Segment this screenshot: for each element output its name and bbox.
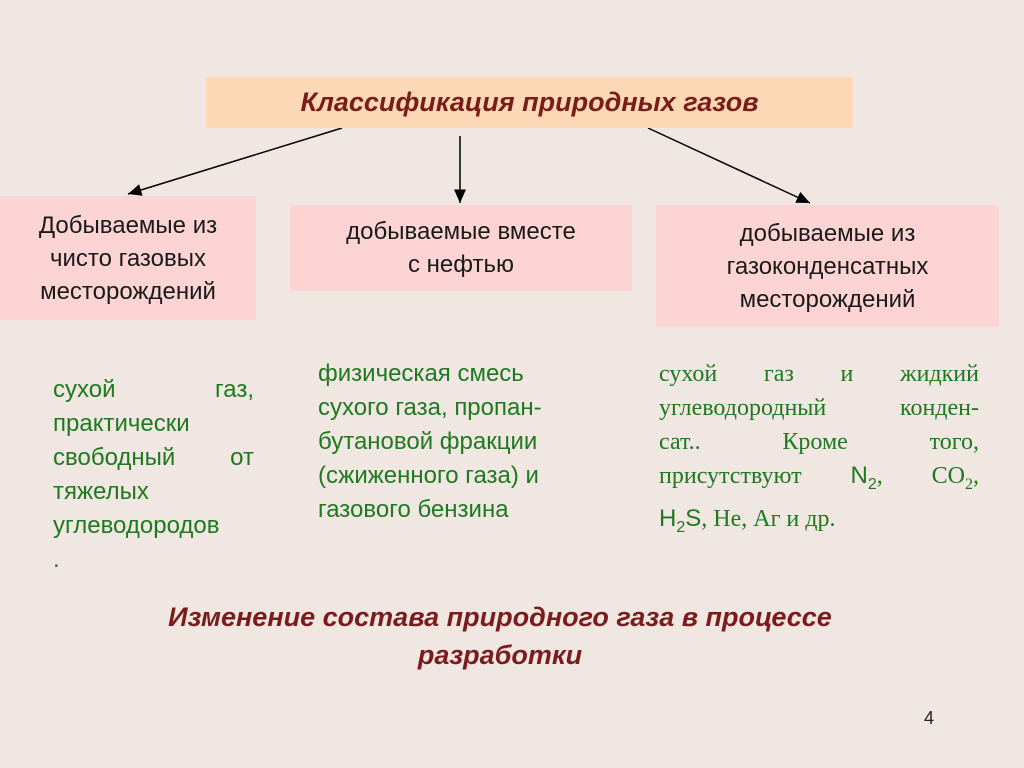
category-line: Добываемые из xyxy=(38,211,218,239)
category-line: добываемые вместе xyxy=(346,218,576,245)
description-line: бутановой фракции xyxy=(318,428,538,455)
category-line: месторождений xyxy=(40,277,216,305)
description-line: физическая смесь xyxy=(318,360,524,387)
formula-co2: CO2, xyxy=(931,463,979,493)
footer-line: разработки xyxy=(417,640,583,670)
description-line: H2S, Не, Аг и др. xyxy=(659,502,979,545)
category-gas-condensate-fields: добываемые из газоконденсатных месторожд… xyxy=(656,205,999,327)
description-line: свободный от xyxy=(53,444,254,471)
category-line: чисто газовых xyxy=(49,244,207,272)
category-line: газоконденсатных xyxy=(726,252,929,280)
description-line: углеводородный конден- xyxy=(659,395,979,421)
diagram-title: Классификация природных газов xyxy=(300,87,759,117)
description-line: сухой газ и жидкий xyxy=(659,361,979,387)
description-pure-gas: сухой газ, практически свободный от тяже… xyxy=(53,373,254,577)
category-with-oil: добываемые вместе с нефтью xyxy=(290,205,632,291)
footer-line: Изменение состава природного газа в проц… xyxy=(168,602,832,632)
formula-n2: N2, xyxy=(850,462,883,493)
description-line: практически xyxy=(53,410,190,437)
description-line: сат.. Кроме того, xyxy=(659,429,979,455)
description-line: сухого газа, пропан- xyxy=(318,394,542,421)
category-line: с нефтью xyxy=(408,251,514,278)
description-gas-condensate: сухой газ и жидкий углеводородный конден… xyxy=(659,357,979,545)
description-line: тяжелых xyxy=(53,478,149,505)
category-line: месторождений xyxy=(739,285,916,313)
arrow-left xyxy=(127,127,343,196)
arrow-right xyxy=(647,127,811,204)
description-with-oil: физическая смесь сухого газа, пропан- бу… xyxy=(318,357,588,527)
description-line: присутствуют N2, CO2, xyxy=(659,459,979,502)
title-box: Классификация природных газов xyxy=(206,77,853,128)
description-line: (сжиженного газа) и xyxy=(318,462,539,489)
description-line: . xyxy=(53,546,60,573)
footer-caption: Изменение состава природного газа в проц… xyxy=(100,598,900,674)
description-text: присутствуют xyxy=(659,463,802,489)
description-line: углеводородов xyxy=(53,512,220,539)
description-text: , Не, Аг и др. xyxy=(701,505,836,532)
page-number: 4 xyxy=(924,708,935,728)
category-pure-gas-fields: Добываемые из чисто газовых месторождени… xyxy=(0,196,256,320)
formula-h2s: H2S xyxy=(659,504,702,536)
category-line: добываемые из xyxy=(739,219,916,247)
description-line: газового бензина xyxy=(318,496,509,523)
description-line: сухой газ, xyxy=(53,376,254,403)
